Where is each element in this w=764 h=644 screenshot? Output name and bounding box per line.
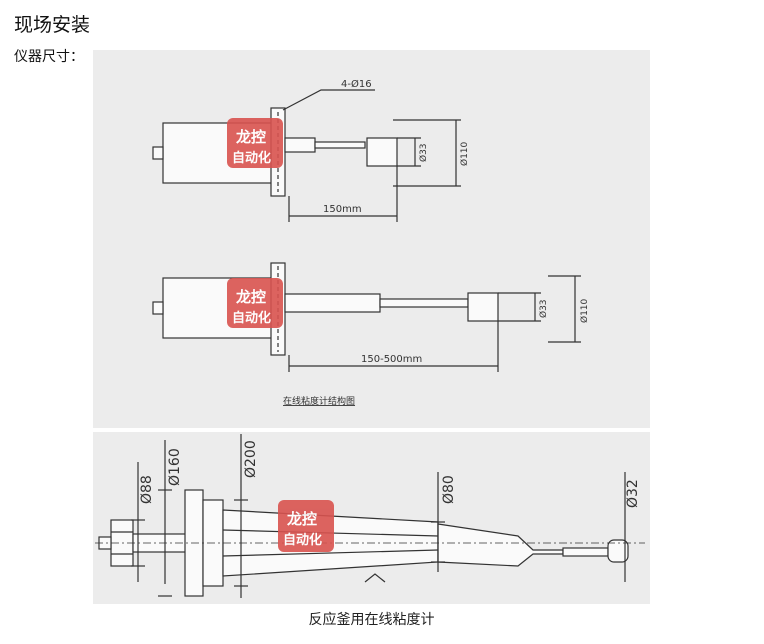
watermark-stamp: 龙控 自动化 bbox=[278, 500, 334, 552]
dim-88-label: Ø88 bbox=[139, 475, 155, 504]
svg-text:龙控: 龙控 bbox=[235, 128, 266, 146]
length-150-label: 150mm bbox=[323, 204, 362, 215]
svg-text:龙控: 龙控 bbox=[286, 510, 317, 528]
dim-200-label: Ø200 bbox=[243, 440, 259, 478]
page-title: 现场安装 bbox=[14, 14, 91, 36]
svg-text:自动化: 自动化 bbox=[232, 150, 271, 166]
dim-80-label: Ø80 bbox=[441, 475, 457, 504]
structure-caption: 在线粘度计结构图 bbox=[283, 395, 355, 407]
svg-text:龙控: 龙控 bbox=[235, 288, 266, 306]
svg-text:自动化: 自动化 bbox=[232, 310, 271, 326]
flange-hole-label: 4-Ø16 bbox=[341, 78, 372, 90]
shaft-sleeve bbox=[284, 293, 381, 313]
dim-33-label: Ø33 bbox=[418, 143, 429, 162]
dim-33-label-2: Ø33 bbox=[538, 299, 549, 318]
structure-drawing-panel: 4-Ø16 Ø33 Ø110 150mm Ø33 Ø110 150-500mm … bbox=[93, 50, 650, 428]
probe-head bbox=[607, 539, 629, 563]
watermark-stamp: 龙控 自动化 bbox=[227, 118, 283, 168]
section-subtitle: 仪器尺寸： bbox=[14, 49, 84, 65]
probe-rod bbox=[379, 298, 469, 308]
dim-110-label-2: Ø110 bbox=[579, 298, 590, 323]
probe-head bbox=[467, 292, 499, 322]
shaft-sleeve bbox=[284, 137, 316, 153]
length-150-500-label: 150-500mm bbox=[361, 354, 422, 365]
reactor-drawing-panel: Ø88 Ø160 Ø200 Ø80 Ø32 龙控 自动化 bbox=[93, 432, 650, 604]
dim-160-label: Ø160 bbox=[167, 448, 183, 486]
structure-drawing: 4-Ø16 Ø33 Ø110 150mm Ø33 Ø110 150-500mm … bbox=[152, 78, 590, 407]
reactor-caption: 反应釜用在线粘度计 bbox=[308, 612, 435, 628]
probe-rod bbox=[562, 547, 609, 557]
watermark-stamp: 龙控 自动化 bbox=[227, 278, 283, 328]
end-cap bbox=[152, 301, 164, 315]
end-cap bbox=[152, 146, 164, 160]
dim-32-label: Ø32 bbox=[625, 479, 641, 508]
dim-110-label: Ø110 bbox=[459, 141, 470, 166]
probe-head bbox=[366, 137, 398, 167]
svg-text:自动化: 自动化 bbox=[283, 532, 322, 548]
probe-rod bbox=[314, 141, 366, 149]
reactor-drawing: Ø88 Ø160 Ø200 Ø80 Ø32 龙控 自动化 bbox=[95, 434, 645, 598]
